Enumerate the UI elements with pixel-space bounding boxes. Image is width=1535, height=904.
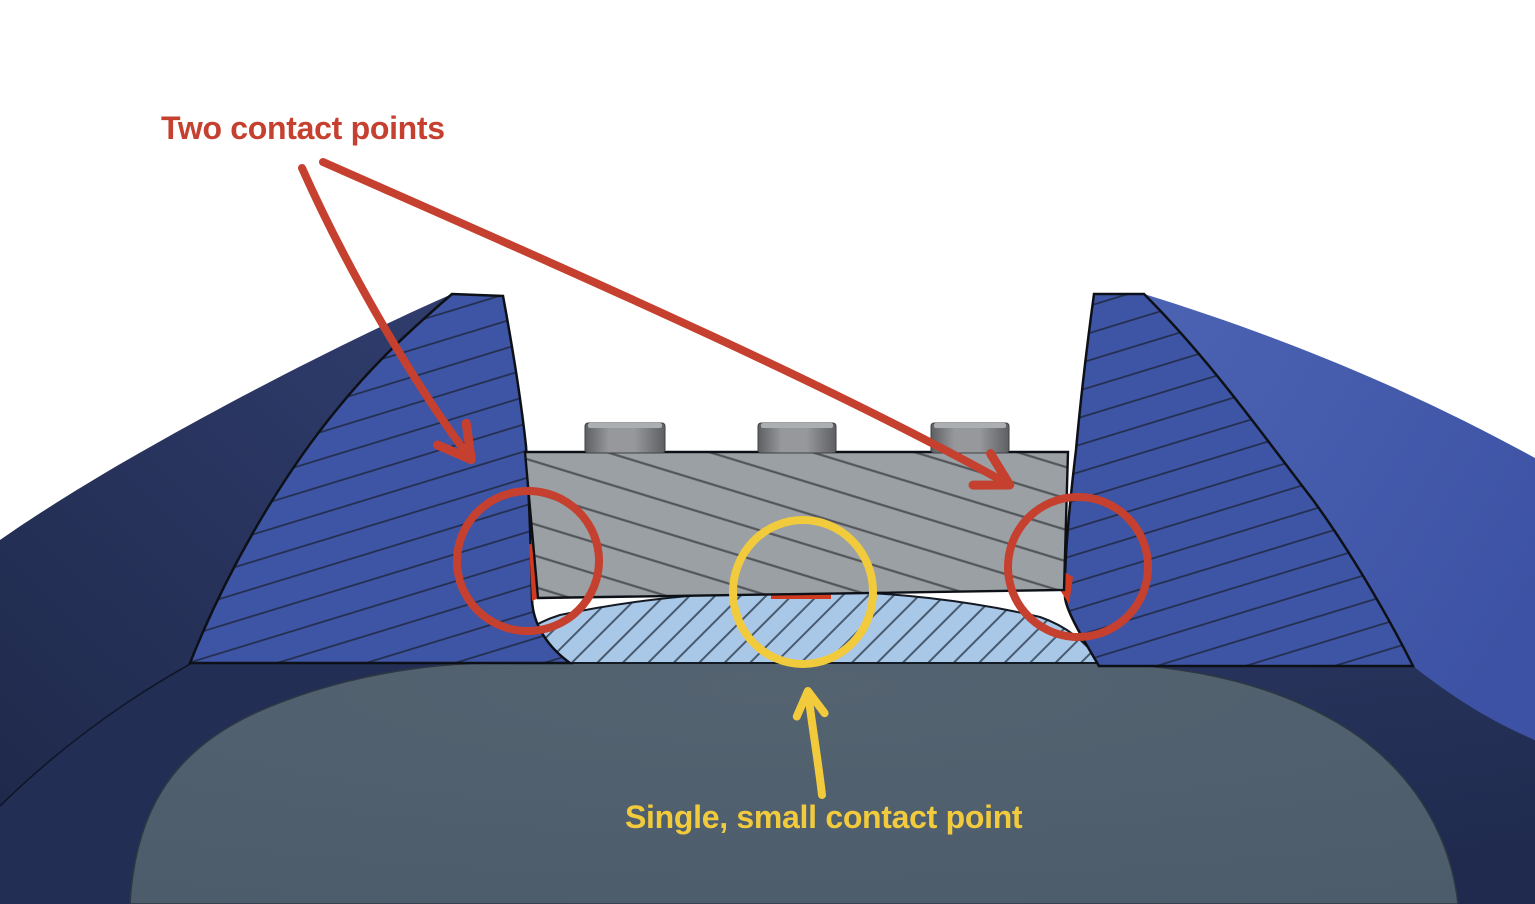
red-circle-right — [1004, 493, 1152, 641]
red-arrow-left — [298, 164, 476, 465]
yellow-arrow-up — [792, 687, 829, 799]
ring-band-divider-line — [0, 662, 193, 807]
pin-1-top-highlight — [588, 423, 662, 428]
two-contact-points-label: Two contact points — [161, 110, 445, 146]
bezel-wedge-right — [1063, 292, 1416, 668]
annotations — [298, 158, 1152, 799]
dial-dome — [129, 662, 1459, 904]
pin-2-top-highlight — [761, 423, 833, 428]
yellow-circle-center — [729, 516, 877, 668]
single-contact-point-label: Single, small contact point — [625, 799, 1023, 835]
pin-3-top-highlight — [934, 423, 1006, 428]
movement-block — [523, 450, 1070, 600]
red-circle-left — [453, 486, 603, 636]
red-arrow-right — [319, 158, 1015, 490]
block-pins — [584, 422, 1010, 454]
bezel-wedge-left — [188, 292, 574, 665]
contact-sliver-center — [771, 592, 831, 599]
